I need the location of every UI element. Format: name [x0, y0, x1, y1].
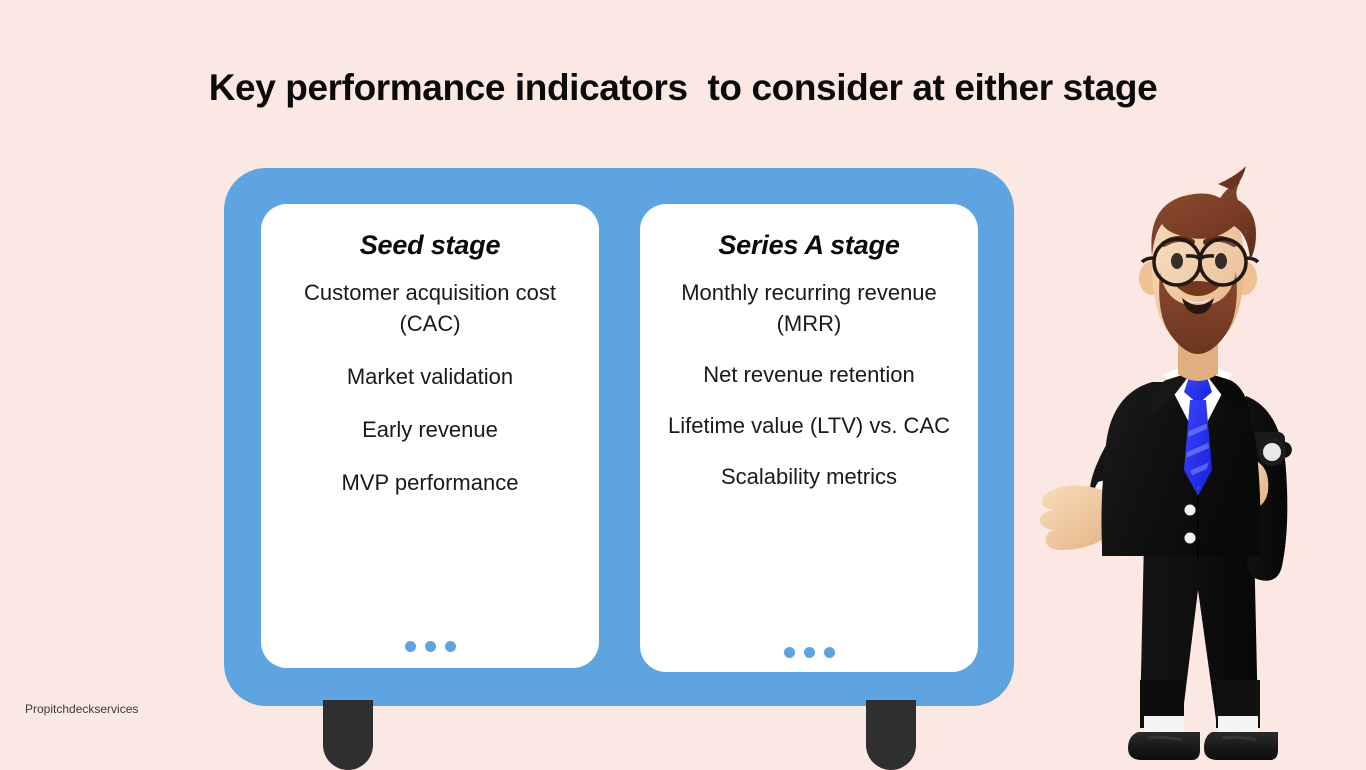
socks: [1144, 716, 1258, 736]
list-item: Lifetime value (LTV) vs. CAC: [668, 413, 951, 438]
card-series-a-stage[interactable]: Series A stage Monthly recurring revenue…: [640, 204, 978, 672]
list-item: Scalability metrics: [720, 464, 898, 489]
card-seed-stage-dots: [261, 641, 599, 652]
card-series-a-stage-heading: Series A stage: [718, 230, 900, 260]
card-series-a-stage-metric-list: Monthly recurring revenue (MRR) Net reve…: [660, 277, 958, 492]
watermark: Propitchdeckservices: [25, 702, 139, 716]
card-seed-stage-metric-list: Customer acquisition cost (CAC) Market v…: [281, 277, 579, 498]
suit-button: [1184, 532, 1196, 544]
hair: [1151, 182, 1256, 260]
list-item: Monthly recurring revenue (MRR): [681, 280, 937, 336]
dot-icon: [444, 641, 456, 652]
suit-button: [1184, 504, 1196, 516]
list-item: Net revenue retention: [703, 362, 915, 387]
card-seed-stage-heading: Seed stage: [359, 230, 501, 260]
card-seed-stage[interactable]: Seed stage Customer acquisition cost (CA…: [261, 204, 599, 668]
list-item: Early revenue: [362, 417, 498, 442]
dot-icon: [803, 647, 815, 658]
open-hand: [1040, 485, 1122, 550]
shoes: [1128, 732, 1278, 760]
list-item: Market validation: [346, 364, 514, 389]
list-item: Customer acquisition cost (CAC): [304, 280, 556, 336]
glasses-icon: [1140, 237, 1260, 287]
eye-right: [1215, 253, 1227, 269]
dot-icon: [424, 641, 436, 652]
mouth: [1182, 298, 1214, 314]
head: [1140, 166, 1260, 354]
list-item: MVP performance: [341, 470, 519, 495]
board-leg-left: [323, 700, 373, 770]
businessman-illustration: [1040, 166, 1292, 760]
card-series-a-stage-dots: [640, 647, 978, 658]
eye-left: [1171, 253, 1183, 269]
suit-jacket: [1101, 368, 1261, 560]
dot-icon: [823, 647, 835, 658]
dot-icon: [783, 647, 795, 658]
trousers: [1140, 540, 1260, 728]
page-title: Key performance indicators to consider a…: [208, 66, 1158, 108]
dot-icon: [404, 641, 416, 652]
board-leg-right: [866, 700, 916, 770]
